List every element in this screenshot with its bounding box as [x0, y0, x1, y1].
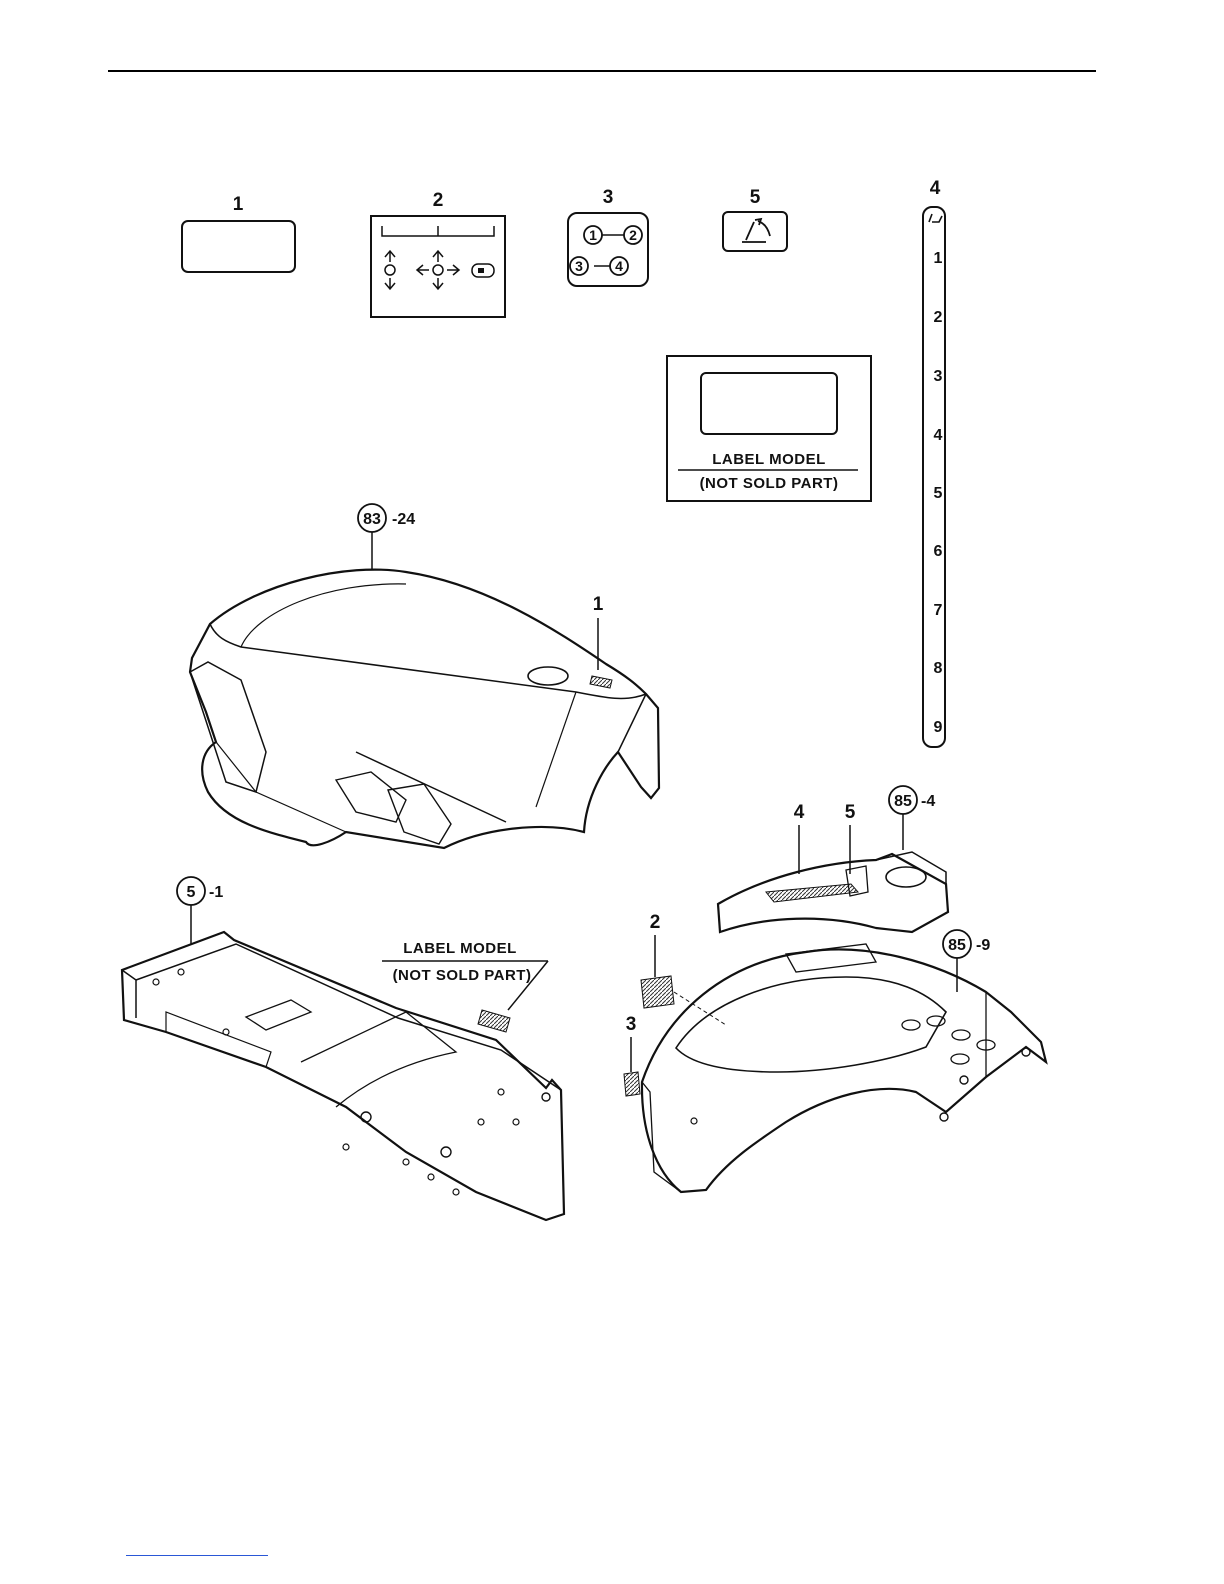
lever-icon	[929, 214, 942, 222]
fender-callout-2: 2	[650, 912, 661, 933]
parts-diagram: 1 2 3 1 2 3 4	[106, 132, 1062, 1270]
console-ref-number: 85	[894, 793, 912, 810]
fender-ref-number: 85	[948, 937, 966, 954]
gear-number: 2	[629, 227, 637, 243]
label-model-text: LABEL MODEL	[712, 451, 826, 468]
console-callout-5: 5	[845, 802, 856, 823]
decal-2: 2	[371, 190, 505, 317]
frame: 5 -1 LABEL MODEL (NOT SOLD PART)	[122, 877, 564, 1220]
strip-number: 4	[934, 427, 943, 444]
lock-icon	[472, 264, 494, 277]
strip-number: 1	[934, 250, 943, 267]
label-model-box: LABEL MODEL (NOT SOLD PART)	[667, 356, 871, 501]
decal-5: 5	[723, 187, 787, 251]
lever-icon	[742, 219, 770, 242]
fender-ref-suffix: -9	[976, 937, 990, 954]
decal-1: 1	[182, 194, 295, 272]
footer-link-rule	[126, 1555, 268, 1556]
hood-ref-suffix: -24	[392, 511, 415, 528]
decal-2-label: 2	[433, 190, 444, 211]
frame-ref-suffix: -1	[209, 884, 223, 901]
console-callout-4: 4	[794, 802, 805, 823]
strip-number: 5	[934, 485, 943, 502]
console-ref-suffix: -4	[921, 793, 935, 810]
frame-label-model: LABEL MODEL	[403, 940, 517, 957]
hood-ref-number: 83	[363, 511, 381, 528]
frame-ref-number: 5	[187, 884, 196, 901]
header-rule	[108, 70, 1096, 72]
decal-4-label: 4	[930, 178, 941, 199]
decal-5-label: 5	[750, 187, 761, 208]
hood-callout: 1	[593, 594, 604, 615]
arrow-icon	[385, 251, 459, 289]
strip-number: 8	[934, 660, 943, 677]
gear-number: 1	[589, 227, 597, 243]
decal-3: 3 1 2 3 4	[568, 187, 648, 286]
console: 4 5 85 -4	[718, 786, 948, 932]
fender: 2 3 85 -9	[624, 912, 1046, 1192]
strip-number: 7	[934, 602, 943, 619]
not-sold-part-text: (NOT SOLD PART)	[700, 475, 839, 492]
hood: 83 -24 1	[190, 504, 659, 848]
decal-4-strip: 4 1 2 3 4 5 6 7 8 9	[923, 178, 945, 747]
frame-not-sold-part: (NOT SOLD PART)	[393, 967, 532, 984]
decal-3-label: 3	[603, 187, 614, 208]
strip-number: 3	[934, 368, 943, 385]
gear-number: 3	[575, 258, 583, 274]
strip-number: 9	[934, 719, 943, 736]
decal-1-label: 1	[233, 194, 244, 215]
gear-number: 4	[615, 258, 623, 274]
strip-number: 2	[934, 309, 943, 326]
fender-callout-3: 3	[626, 1014, 637, 1035]
strip-number: 6	[934, 543, 943, 560]
